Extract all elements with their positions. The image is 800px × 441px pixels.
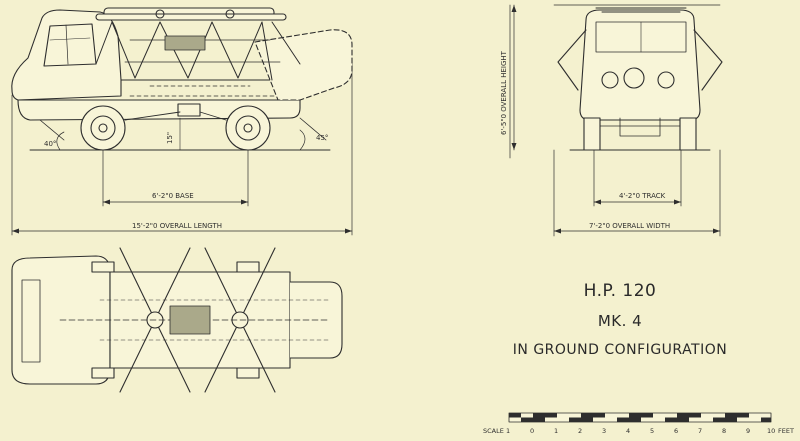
- scale-tick: 7: [698, 427, 702, 435]
- scale-label: SCALE: [483, 427, 504, 435]
- drawing-title: H.P. 120: [583, 281, 657, 301]
- front-angle-label: 40°: [44, 140, 56, 148]
- base-dimension-label: 6'-2"0 BASE: [152, 192, 194, 200]
- drawing-configuration: IN GROUND CONFIGURATION: [512, 342, 728, 358]
- scale-tick: 2: [578, 427, 582, 435]
- scale-bar: [508, 412, 772, 423]
- overall-width-label: 7'-2"0 OVERALL WIDTH: [589, 222, 670, 230]
- scale-tick: 6: [674, 427, 678, 435]
- scale-tick: 3: [602, 427, 606, 435]
- scale-tick: 1: [506, 427, 510, 435]
- rear-angle-label: 45°: [316, 134, 328, 142]
- scale-tick: 8: [722, 427, 726, 435]
- scale-tick: 9: [746, 427, 750, 435]
- side-view: [11, 7, 353, 236]
- overall-height-label: 6'-5"0 OVERALL HEIGHT: [500, 50, 508, 135]
- overall-length-label: 15'-2"0 OVERALL LENGTH: [132, 222, 222, 230]
- scale-tick: 5: [650, 427, 654, 435]
- scale-tick: 0: [530, 427, 534, 435]
- track-dimension-label: 4'-2"0 TRACK: [619, 192, 666, 200]
- front-view: [509, 4, 723, 237]
- title-block: H.P. 120 MK. 4 IN GROUND CONFIGURATION: [513, 281, 727, 358]
- scale-tick: 10: [767, 427, 775, 435]
- plan-view: [11, 247, 343, 393]
- scale-unit-label: FEET: [778, 427, 794, 435]
- scale-tick: 1: [554, 427, 558, 435]
- ground-clearance-label: 15": [166, 132, 174, 144]
- drawing-mark: MK. 4: [597, 312, 643, 330]
- scale-tick: 4: [626, 427, 630, 435]
